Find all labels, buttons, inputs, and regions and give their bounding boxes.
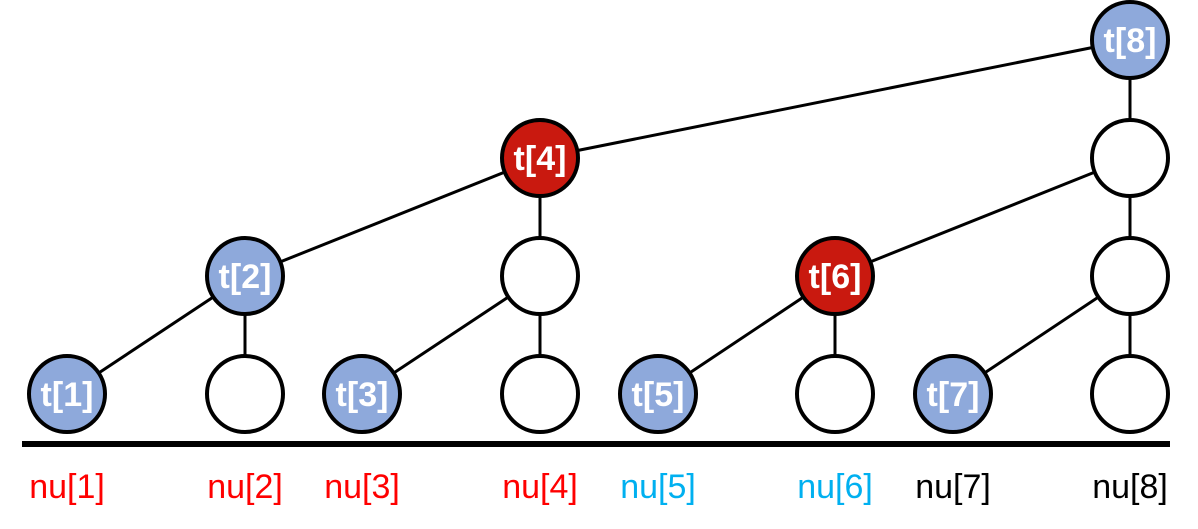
nu-label-2: nu[2] [207,468,283,506]
node-label: t[6] [809,258,862,296]
node-circle [913,354,993,434]
node-label: t[8] [1104,22,1157,60]
edges-layer [66,38,1132,396]
tree-node-e8c [1090,118,1170,198]
node-label: t[4] [514,140,567,178]
node-circle [618,354,698,434]
nu-label-4: nu[4] [502,468,578,506]
node-circle [1090,0,1170,80]
tree-node-t4: t[4] [500,118,580,198]
tree-node-e4a [500,354,580,434]
node-circle [1090,236,1170,316]
nu-labels-layer: nu[1] nu[2] nu[3] nu[4] nu[5] nu[6] nu[7] nu[8] [29,468,1168,506]
tree-node-t8: t[8] [1090,0,1170,80]
node-circle [500,354,580,434]
tree-node-e2 [205,354,285,434]
nu-label-7: nu[7] [915,468,991,506]
nodes-layer: t[1] t[3] t[5] t[7] t[2] t[6] t[4] t[8] [27,0,1170,434]
edge-t2-t4 [244,156,541,278]
node-circle [1090,354,1170,434]
node-circle [500,118,580,198]
node-circle [795,354,875,434]
node-circle [500,236,580,316]
node-circle [322,354,402,434]
nu-label-8: nu[8] [1092,468,1168,506]
nu-label-1: nu[1] [29,468,105,506]
node-label: t[1] [41,376,94,414]
node-label: t[3] [336,376,389,414]
tree-node-t6: t[6] [795,236,875,316]
node-circle [27,354,107,434]
node-label: t[7] [927,376,980,414]
tree-node-t2: t[2] [205,236,285,316]
node-circle [1090,118,1170,198]
node-circle [205,354,285,434]
nu-label-6: nu[6] [797,468,873,506]
node-label: t[2] [219,258,272,296]
node-label: t[5] [632,376,685,414]
edge-t6-e8c [834,156,1131,278]
tree-node-e6a [795,354,875,434]
tree-node-t7: t[7] [913,354,993,434]
node-circle [205,236,285,316]
tree-node-e8a [1090,354,1170,434]
tree-node-t3: t[3] [322,354,402,434]
node-circle [795,236,875,316]
nu-label-3: nu[3] [324,468,400,506]
tree-node-t5: t[5] [618,354,698,434]
edge-t4-t8 [539,38,1131,160]
tree-node-t1: t[1] [27,354,107,434]
tree-node-e4b [500,236,580,316]
nu-label-5: nu[5] [620,468,696,506]
tree-node-e8b [1090,236,1170,316]
